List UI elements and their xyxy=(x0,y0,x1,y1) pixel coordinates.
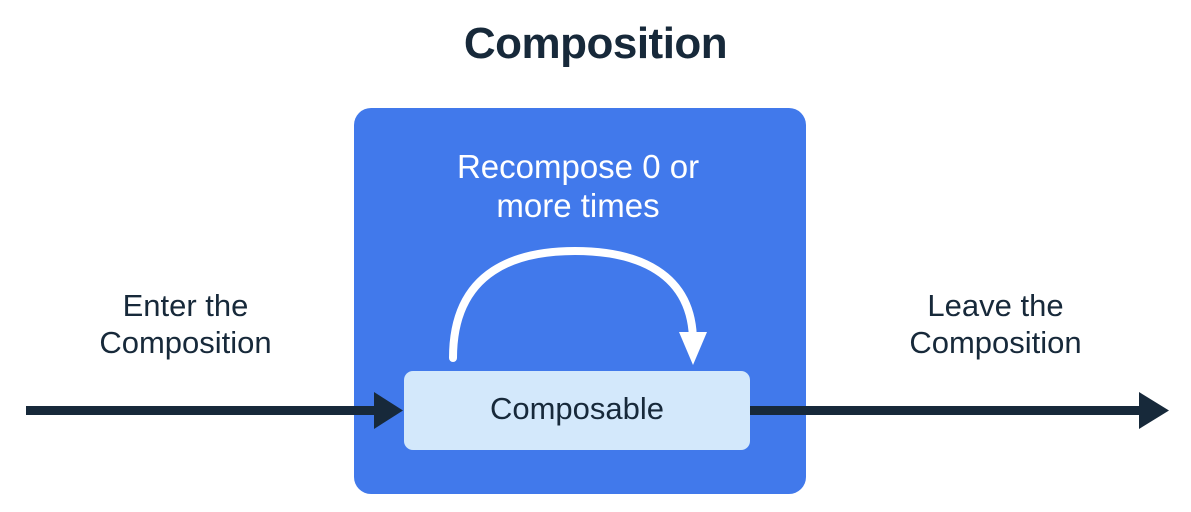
recompose-note-line1: Recompose 0 or xyxy=(456,148,700,185)
enter-composition-label-line1: Enter the xyxy=(122,288,249,323)
composable-box-rect xyxy=(404,371,750,450)
enter-flow-arrow-head xyxy=(374,392,403,429)
recompose-loop-arrow-curve xyxy=(449,246,697,362)
leave-flow-arrow-head xyxy=(1139,392,1169,429)
recompose-note-line2: more times xyxy=(496,186,660,224)
recompose-loop-arrow-head xyxy=(679,332,707,365)
enter-composition-label-line2: Composition xyxy=(99,324,272,360)
leave-composition-label-line1: Leave the xyxy=(927,288,1064,323)
page-title: Composition xyxy=(463,19,728,68)
composable-box-label: Composable xyxy=(489,391,665,426)
leave-composition-label-line2: Composition xyxy=(909,324,1082,360)
